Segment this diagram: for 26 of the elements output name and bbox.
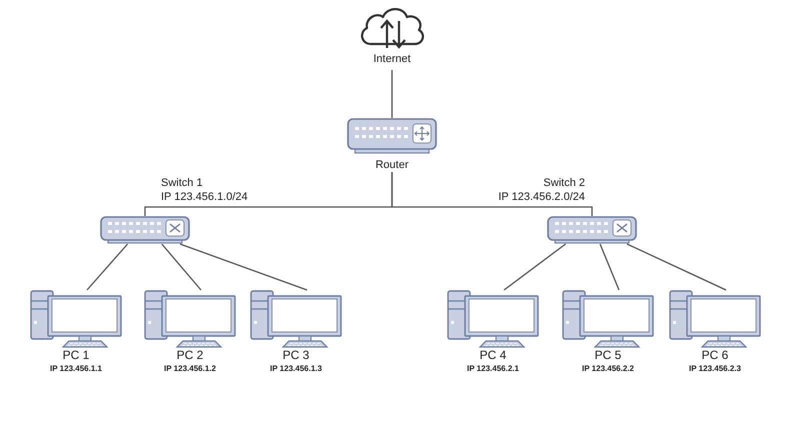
network-cable xyxy=(626,243,726,291)
ip-address: IP 123.456.1.1 xyxy=(50,363,102,374)
device-name: Switch 1 xyxy=(160,176,203,190)
ip-address: IP 123.456.2.2 xyxy=(582,363,634,374)
ip-address: IP 123.456.2.3 xyxy=(689,363,741,374)
ip-address: IP 123.456.2.1 xyxy=(467,363,519,374)
ip-address: IP 123.456.2.0/24 xyxy=(498,190,586,204)
network-cable xyxy=(86,244,128,290)
network-cable xyxy=(180,243,308,291)
device-name: PC 1 xyxy=(62,348,90,363)
network-cable xyxy=(504,243,566,291)
ip-address: IP 123.456.1.0/24 xyxy=(160,190,248,204)
device-name: PC 2 xyxy=(176,348,204,363)
device-name: Internet xyxy=(373,52,411,66)
network-cable xyxy=(391,70,393,118)
device-name: Switch 2 xyxy=(543,176,586,190)
device-name: PC 3 xyxy=(282,348,310,363)
ip-address: IP 123.456.1.3 xyxy=(270,363,322,374)
network-cable xyxy=(161,244,202,290)
device-name: PC 4 xyxy=(480,348,506,363)
device-name: PC 6 xyxy=(702,348,728,363)
network-cable xyxy=(600,244,620,290)
device-name: Router xyxy=(375,158,409,172)
device-name: PC 5 xyxy=(594,348,622,363)
ip-address: IP 123.456.1.2 xyxy=(164,363,216,374)
network-cable xyxy=(391,172,593,216)
